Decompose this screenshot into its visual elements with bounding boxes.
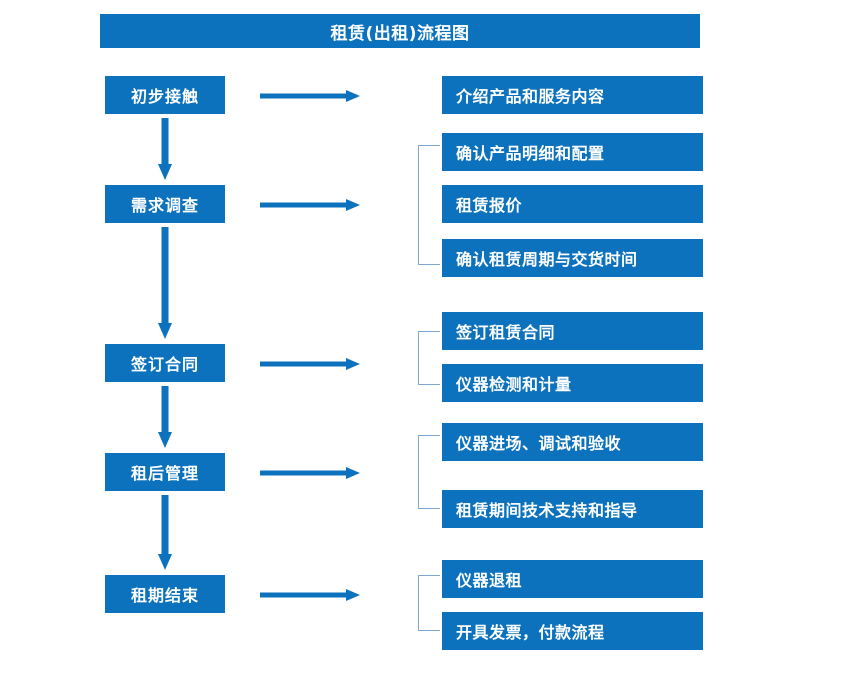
detail-box-confirm-term-delivery[interactable]: 确认租赁周期与交货时间 [442,239,703,277]
detail-box-intro-products-services[interactable]: 介绍产品和服务内容 [442,76,703,114]
detail-box-tech-support[interactable]: 租赁期间技术支持和指导 [442,490,703,528]
branch-arrow-right-2 [260,197,360,211]
stage-box-needs-survey[interactable]: 需求调查 [105,185,225,223]
branch-arrow-right-4 [260,465,360,479]
group-bracket-sign-contract [418,331,440,385]
detail-box-invoice-payment[interactable]: 开具发票，付款流程 [442,612,703,650]
detail-box-sign-rental-contract[interactable]: 签订租赁合同 [442,312,703,350]
detail-box-confirm-product-spec[interactable]: 确认产品明细和配置 [442,133,703,171]
group-bracket-needs-survey [418,145,440,265]
branch-arrow-right-3 [260,356,360,370]
group-bracket-post-rent-mgmt [418,435,440,509]
branch-arrow-right-1 [260,88,360,102]
stage-box-post-rent-mgmt[interactable]: 租后管理 [105,453,225,491]
flow-arrow-down-3 [152,386,178,450]
stage-box-lease-end[interactable]: 租期结束 [105,575,225,613]
detail-box-instrument-return[interactable]: 仪器退租 [442,560,703,598]
group-bracket-lease-end [418,575,440,631]
stage-box-sign-contract[interactable]: 签订合同 [105,344,225,382]
detail-box-instrument-inspection[interactable]: 仪器检测和计量 [442,364,703,402]
branch-arrow-right-5 [260,587,360,601]
flow-arrow-down-2 [152,227,178,341]
detail-box-onsite-commission[interactable]: 仪器进场、调试和验收 [442,423,703,461]
detail-box-rental-quote[interactable]: 租赁报价 [442,185,703,223]
diagram-title: 租赁(出租)流程图 [100,14,700,48]
flow-arrow-down-4 [152,495,178,572]
flow-arrow-down-1 [152,118,178,182]
stage-box-initial-contact[interactable]: 初步接触 [105,76,225,114]
